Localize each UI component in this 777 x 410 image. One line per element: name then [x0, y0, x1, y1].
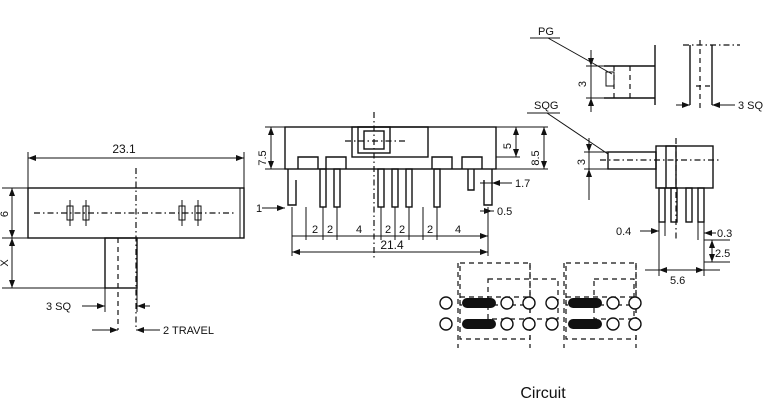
side-pitch-7: 4 [455, 224, 461, 236]
sqg-56: 5.6 [670, 275, 685, 287]
pg-label: PG [538, 26, 554, 38]
sqg-label: SQG [534, 100, 558, 112]
pg-view: PG 3 3 SQ [530, 26, 764, 112]
side-total-label: 21.4 [380, 238, 404, 252]
side-pitch-6: 2 [427, 224, 433, 236]
side-pitch-5: 2 [399, 224, 405, 236]
side-pitch-2: 2 [327, 224, 333, 236]
side-view: 7.5 1 5 8.5 1.7 0.5 [256, 112, 548, 260]
side-pitch-3: 4 [356, 224, 362, 236]
sqg-03: 0.3 [717, 228, 732, 240]
side-pin-1-label: 1 [256, 203, 262, 215]
front-actuator-sq-label: 3 SQ [46, 301, 72, 313]
side-height-label: 7.5 [257, 150, 269, 165]
side-body-5-label: 5 [502, 143, 514, 149]
front-view: 23.1 6 X 3 SQ 2 TRAVEL [0, 142, 245, 337]
sqg-25: 2.5 [715, 248, 730, 260]
side-pitch-1: 2 [312, 224, 318, 236]
sqg-dim-3: 3 [576, 159, 588, 165]
front-x-label: X [0, 259, 11, 267]
front-height-label: 6 [0, 211, 11, 217]
side-body-85-label: 8.5 [530, 150, 542, 165]
side-pin-05-label: 0.5 [497, 206, 512, 218]
side-pitch-4: 2 [385, 224, 391, 236]
front-travel-label: 2 TRAVEL [163, 325, 214, 337]
sqg-04: 0.4 [616, 226, 631, 238]
circuit-title: Circuit [520, 385, 566, 402]
circuit-diagram: Circuit [439, 262, 642, 402]
pg-dim-3: 3 [577, 81, 589, 87]
sqg-view: SQG 3 0.4 0.3 [527, 100, 732, 287]
pg-sq-label: 3 SQ [738, 100, 764, 112]
side-pin-17-label: 1.7 [515, 178, 530, 190]
front-width-label: 23.1 [112, 142, 136, 156]
